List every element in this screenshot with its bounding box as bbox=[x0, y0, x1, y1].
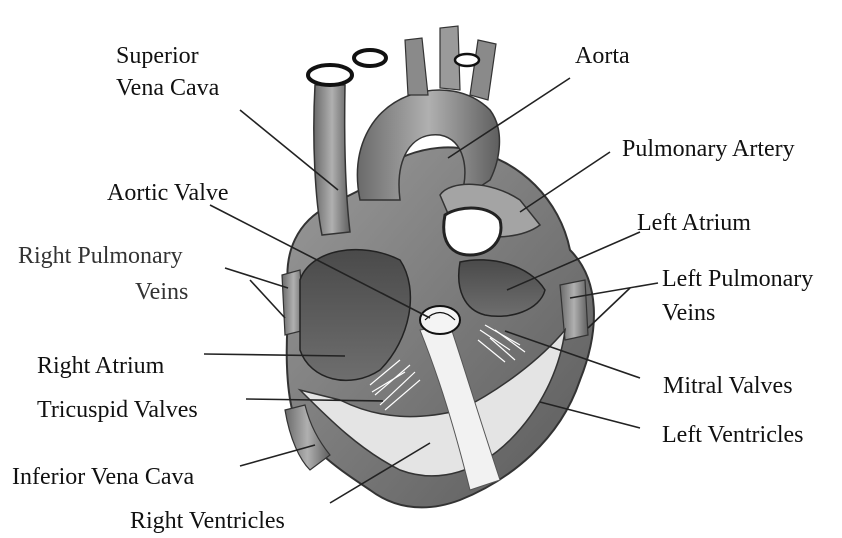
superior-vena-cava-opening bbox=[308, 65, 352, 85]
left-atrium-opening bbox=[444, 208, 501, 255]
label-pulmonary-artery: Pulmonary Artery bbox=[622, 135, 795, 163]
label-left-atrium: Left Atrium bbox=[637, 209, 751, 237]
brachiocephalic-opening bbox=[354, 50, 386, 66]
leader-right-pulmonary-veins-1 bbox=[225, 268, 288, 288]
superior-vena-cava-vessel bbox=[314, 85, 350, 235]
aortic-opening-top bbox=[455, 54, 479, 66]
label-left-ventricles: Left Ventricles bbox=[662, 421, 804, 449]
label-left-pulmonary-veins-line1: Left Pulmonary bbox=[662, 265, 813, 293]
aortic-branch-1 bbox=[405, 38, 428, 95]
label-right-ventricles: Right Ventricles bbox=[130, 507, 285, 535]
aortic-branch-3 bbox=[470, 40, 496, 100]
label-tricuspid-valves: Tricuspid Valves bbox=[37, 396, 198, 424]
label-right-pulmonary-veins-line2: Veins bbox=[135, 278, 188, 306]
label-aorta: Aorta bbox=[575, 42, 630, 70]
label-left-pulmonary-veins-line2: Veins bbox=[662, 299, 715, 327]
label-aortic-valve: Aortic Valve bbox=[107, 179, 229, 207]
leader-pulmonary-artery bbox=[520, 152, 610, 212]
label-right-atrium: Right Atrium bbox=[37, 352, 164, 380]
label-superior-vena-cava-line1: Superior bbox=[116, 42, 199, 70]
label-mitral-valves: Mitral Valves bbox=[663, 372, 793, 400]
aortic-valve-shape bbox=[420, 306, 460, 334]
label-inferior-vena-cava: Inferior Vena Cava bbox=[12, 463, 194, 491]
label-superior-vena-cava-line2: Vena Cava bbox=[116, 74, 219, 102]
label-right-pulmonary-veins-line1: Right Pulmonary bbox=[18, 242, 183, 270]
